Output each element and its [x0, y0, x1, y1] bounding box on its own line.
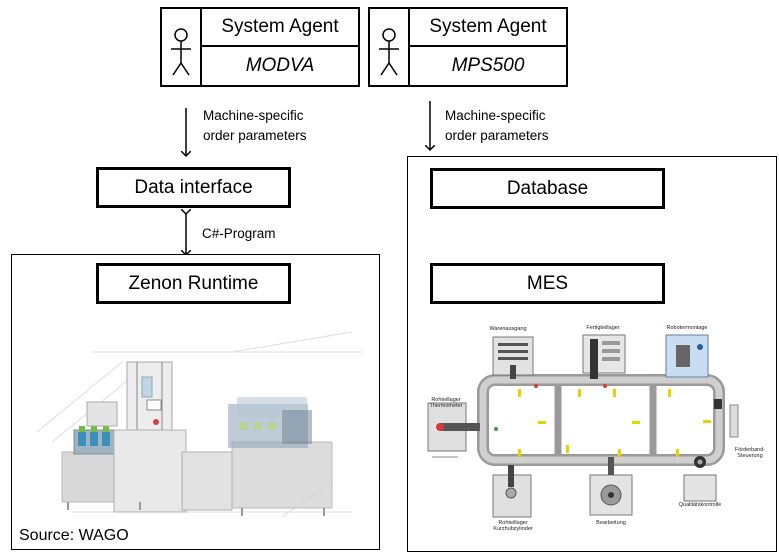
station-label-foerderband: Förderband- Steuerung — [734, 447, 766, 459]
station-label-fertigteillager: Fertigteillager — [586, 325, 620, 331]
order-params-label-right: Machine-specific order parameters — [445, 108, 549, 143]
agent-title: System Agent — [410, 9, 566, 47]
station-label-bearbeitung: Bearbeitung — [596, 520, 626, 526]
data-interface-box: Data interface — [96, 167, 291, 208]
agent-mps500: System Agent MPS500 — [368, 7, 568, 87]
station-label-warenausgang: Warenausgang — [489, 326, 527, 332]
source-label: Source: WAGO — [19, 527, 129, 544]
agent-title: System Agent — [202, 9, 358, 47]
station-label-robotermontage: Robotermontage — [666, 325, 708, 331]
zenon-runtime-box: Zenon Runtime — [96, 263, 291, 304]
station-label-rohteillager-kurzhub: Rohteillager Kurzhubzylinder — [493, 520, 533, 532]
actor-icon — [162, 9, 202, 85]
mps500-layout-diagram — [427, 334, 739, 518]
actor-icon — [370, 9, 410, 85]
csharp-program-label: C#-Program — [202, 226, 276, 241]
mes-box: MES — [430, 263, 665, 304]
agent-subtitle: MODVA — [245, 55, 315, 76]
agent-subtitle: MPS500 — [451, 55, 525, 76]
order-params-label-left: Machine-specific order parameters — [203, 108, 307, 143]
station-label-rohteillager-thermometer: Rohteillager Thermometer — [429, 397, 463, 409]
database-box: Database — [430, 168, 665, 209]
station-label-qualitaetskontrolle: Qualitätskontrolle — [678, 502, 722, 508]
agent-modva: System Agent MODVA — [160, 7, 360, 87]
modva-machine-illustration — [36, 331, 362, 518]
